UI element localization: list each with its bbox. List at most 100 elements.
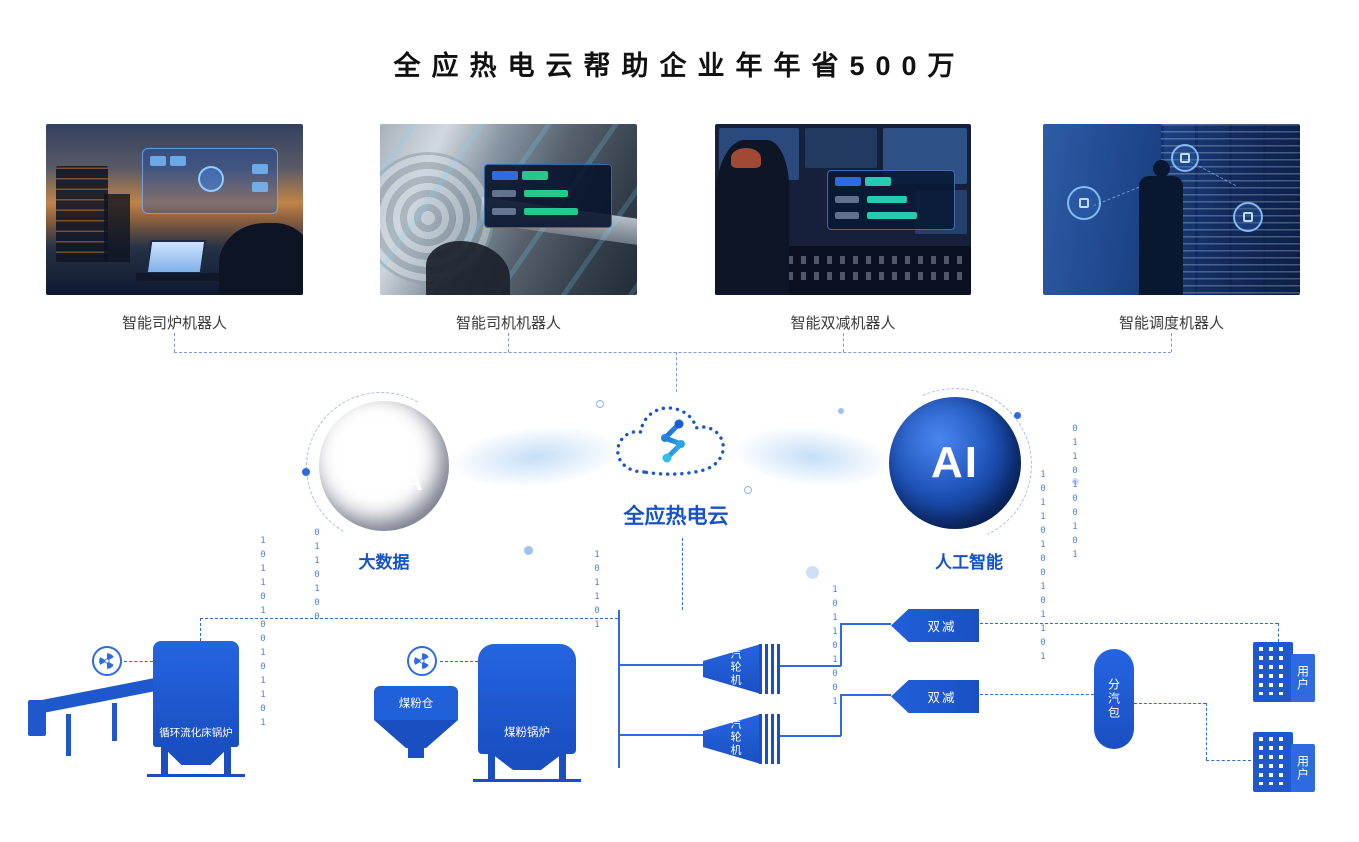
turbine-grille — [759, 644, 781, 694]
decor-dot — [806, 566, 819, 579]
hud-value — [524, 190, 568, 197]
double-reduction-2: 双减 — [891, 680, 979, 713]
plant-silhouette — [104, 194, 130, 262]
conveyor-leg — [66, 714, 71, 756]
connector-line — [676, 352, 677, 392]
cfb-boiler: 循环流化床锅炉 — [147, 641, 245, 781]
user-label: 用户 — [1295, 755, 1310, 781]
fan-blades-icon — [414, 653, 429, 669]
page-title: 全应热电云帮助企业年年省500万 — [393, 51, 966, 81]
building-windows — [1269, 737, 1273, 785]
connector-line — [508, 333, 509, 352]
building-windows — [1259, 737, 1263, 785]
building-back — [1253, 642, 1293, 702]
user-building-2: 用户 — [1251, 732, 1315, 792]
hud-tag — [492, 171, 518, 180]
icon-glyph — [1180, 153, 1190, 163]
double-reduction-1: 双减 — [891, 609, 979, 642]
laptop — [145, 240, 207, 274]
cloud-icon — [616, 406, 725, 476]
icon-glyph — [1243, 212, 1253, 222]
pipe-line — [840, 694, 891, 696]
coal-bin-label: 煤粉仓 — [374, 686, 458, 720]
hud-tag — [865, 177, 891, 186]
pipe-line — [779, 735, 841, 737]
binary-decor: 0110100101 — [1070, 424, 1080, 564]
binary-decor: 10110100101101 — [1038, 470, 1048, 666]
decor-dot — [302, 468, 310, 476]
dashed-line — [200, 618, 618, 619]
hud-value — [524, 208, 578, 215]
dashed-line — [124, 661, 153, 662]
binary-decor: 10110100101101 — [258, 536, 268, 732]
ai-label: AI — [931, 438, 979, 487]
boiler-body — [153, 641, 239, 747]
pipe-line — [779, 665, 841, 667]
steam-header-label: 分汽包 — [1106, 678, 1121, 720]
pipe-line — [618, 610, 620, 768]
building-front: 用户 — [1291, 654, 1315, 702]
bin-funnel — [374, 720, 458, 748]
connector-line — [174, 352, 1171, 353]
pipe-line — [840, 623, 891, 625]
photo-caption: 智能司机机器人 — [455, 315, 561, 332]
connector-line — [174, 333, 175, 352]
steam-turbine-2: 汽轮机 — [703, 714, 781, 764]
hud-chip — [170, 156, 186, 166]
boiler-leg — [161, 747, 168, 774]
hud-tag — [835, 177, 861, 186]
hud-label — [835, 196, 859, 203]
connector-line — [1171, 333, 1172, 352]
monitor-screen — [805, 128, 877, 168]
turbine-grille — [759, 714, 781, 764]
hud-value — [867, 196, 907, 203]
binary-decor: 101101001 — [830, 585, 840, 711]
hud-chip — [150, 156, 166, 166]
decor-dot — [1014, 412, 1021, 419]
bin-stub — [408, 748, 424, 758]
hud-chip — [252, 164, 268, 174]
hud-label — [835, 212, 859, 219]
binary-decor: 0110100 — [312, 528, 322, 626]
boiler-leg — [224, 747, 231, 774]
console-buttons — [723, 256, 963, 264]
turbine-label: 汽轮机 — [729, 718, 741, 757]
user-building-1: 用户 — [1251, 642, 1315, 702]
icon-glyph — [1079, 198, 1089, 208]
pipe-line — [619, 664, 703, 666]
photo-smart-stoker-robot — [46, 124, 303, 295]
boiler-leg — [559, 754, 566, 779]
photo-caption: 智能双减机器人 — [790, 315, 896, 332]
image-icon — [1067, 186, 1101, 220]
photo-smart-dispatch-robot — [1043, 124, 1300, 295]
boiler-leg — [488, 754, 495, 779]
building-back — [1253, 732, 1293, 792]
building-windows — [1269, 647, 1273, 695]
hud-dial — [198, 166, 224, 192]
plant-silhouette — [56, 166, 108, 262]
dashed-line — [200, 618, 201, 641]
console-buttons — [723, 272, 963, 280]
dashed-line — [980, 623, 1278, 624]
building-front: 用户 — [1291, 744, 1315, 792]
dashed-line — [1206, 760, 1251, 761]
photo-caption: 智能司炉机器人 — [121, 315, 227, 332]
decor-dot — [1072, 478, 1079, 485]
pipe-line — [840, 623, 842, 666]
cloud-caption: 全应热电云 — [623, 505, 729, 528]
light-beam — [727, 418, 897, 496]
person-silhouette — [219, 223, 303, 295]
ai-caption: 人工智能 — [935, 553, 1003, 572]
big-data-word1: BIG — [355, 435, 413, 465]
coal-bin: 煤粉仓 — [374, 686, 458, 762]
pipe-line — [619, 734, 703, 736]
decor-dot — [524, 546, 533, 555]
ground-line — [473, 779, 581, 782]
boiler-funnel — [492, 754, 562, 770]
dashed-line — [980, 694, 1094, 695]
pipe-line — [840, 694, 842, 736]
building-windows — [1279, 647, 1283, 695]
hud-value — [867, 212, 917, 219]
fan-icon — [407, 646, 437, 676]
